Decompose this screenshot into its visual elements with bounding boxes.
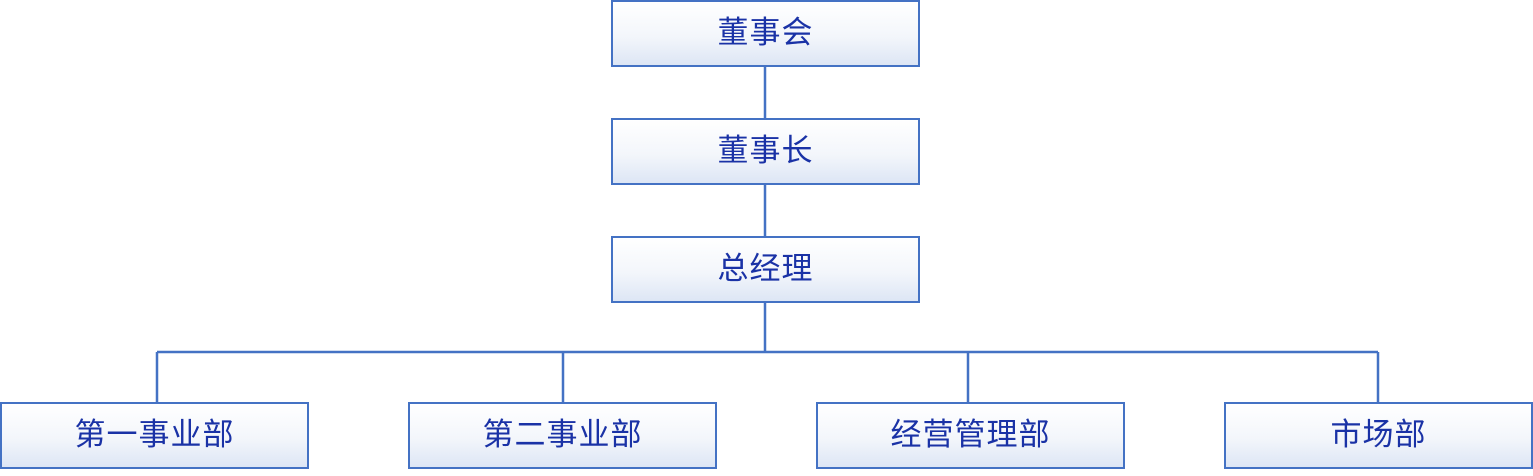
node-operations-management: 经营管理部 (816, 402, 1125, 469)
node-chairman: 董事长 (611, 118, 920, 185)
node-label: 市场部 (1330, 417, 1427, 453)
node-label: 经营管理部 (890, 417, 1051, 453)
node-board-of-directors: 董事会 (611, 0, 920, 67)
node-marketing: 市场部 (1224, 402, 1533, 469)
node-label: 董事长 (717, 133, 814, 169)
node-general-manager: 总经理 (611, 236, 920, 303)
node-label: 总经理 (717, 251, 814, 287)
node-second-division: 第二事业部 (408, 402, 717, 469)
node-first-division: 第一事业部 (0, 402, 309, 469)
node-label: 董事会 (717, 15, 814, 51)
node-label: 第二事业部 (482, 417, 643, 453)
node-label: 第一事业部 (74, 417, 235, 453)
